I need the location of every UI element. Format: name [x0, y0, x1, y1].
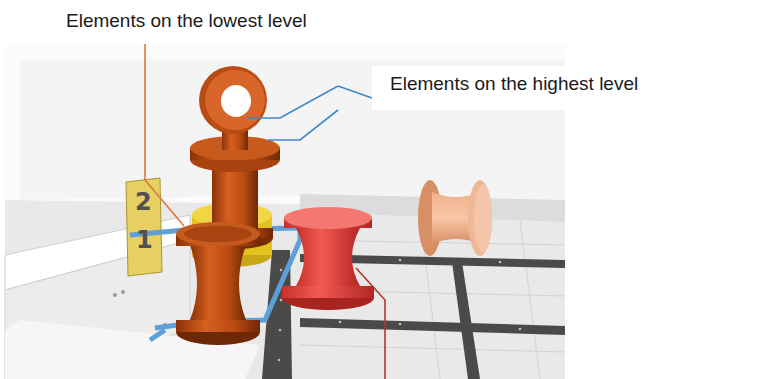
peach-spool [418, 180, 492, 256]
wall-rivets [113, 290, 167, 327]
red-spool [282, 207, 374, 310]
callout-label: Elements on the lowest level [66, 10, 307, 32]
level-number: 1 [136, 226, 153, 254]
level-number: 2 [135, 188, 152, 216]
label-panel [372, 66, 760, 110]
wall-base [5, 320, 260, 379]
callout-label: Elements on the highest level [390, 73, 638, 95]
leader-line [248, 86, 372, 140]
stacked-spool [190, 66, 280, 249]
front-spool [176, 222, 260, 345]
leader-line [356, 268, 385, 379]
